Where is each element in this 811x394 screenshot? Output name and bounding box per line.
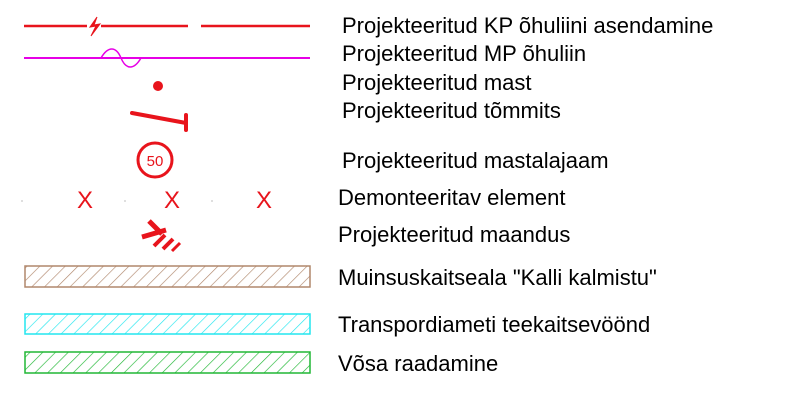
- dot: [21, 200, 23, 202]
- substation-icon: 50: [136, 141, 174, 179]
- dot: [211, 200, 213, 202]
- dismantle-symbol: X X X: [21, 187, 272, 214]
- mast-icon: [153, 81, 163, 91]
- legend-label-shrub-clearing: Võsa raadamine: [338, 351, 499, 376]
- substation-value: 50: [147, 153, 164, 170]
- legend-label-mast: Projekteeritud mast: [342, 70, 532, 95]
- legend-label-dismantle: Demonteeritav element: [338, 185, 566, 210]
- legend-label-mp-line: Projekteeritud MP õhuliin: [342, 41, 587, 66]
- kp-overhead-line-symbol: [24, 16, 310, 37]
- dot: [124, 200, 126, 202]
- legend-label-substation: Projekteeritud mastalajaam: [342, 148, 609, 173]
- heritage-area-swatch: [24, 265, 311, 288]
- wave-icon: [100, 48, 142, 68]
- road-protection-zone-swatch: [24, 313, 311, 335]
- x-mark: X: [256, 187, 272, 214]
- grounding-icon: [141, 219, 182, 253]
- lightning-bolt-icon: [88, 16, 102, 37]
- guy-wire-icon: [130, 111, 188, 132]
- legend-label-heritage-area: Muinsuskaitseala "Kalli kalmistu": [338, 265, 657, 290]
- x-mark: X: [164, 187, 180, 214]
- legend-label-grounding: Projekteeritud maandus: [338, 222, 571, 247]
- mp-overhead-line-symbol: [24, 48, 310, 68]
- legend-label-guy-wire: Projekteeritud tõmmits: [342, 98, 561, 123]
- shrub-clearing-swatch: [24, 351, 311, 374]
- x-mark: X: [77, 187, 93, 214]
- legend-label-road-zone: Transpordiameti teekaitsevöönd: [338, 312, 651, 337]
- legend-label-kp-line: Projekteeritud KP õhuliini asendamine: [342, 13, 714, 38]
